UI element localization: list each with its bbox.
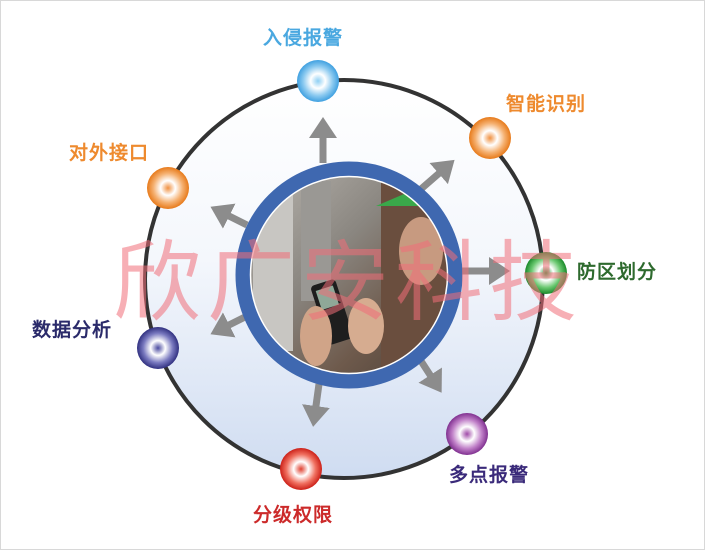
label-zone-division: 防区划分 (577, 261, 658, 283)
node-external-interface-icon (147, 167, 189, 209)
node-smart-recognition-icon (469, 117, 511, 159)
label-intrusion-alarm: 入侵报警 (263, 27, 344, 49)
node-intrusion-alarm-icon (297, 60, 339, 102)
arrow-downright-icon (418, 359, 442, 393)
label-tiered-permissions: 分级权限 (253, 504, 334, 526)
node-zone-division-icon (525, 252, 567, 294)
label-multi-point-alarm: 多点报警 (449, 464, 530, 486)
arrow-upleft-icon (210, 203, 249, 229)
node-data-analysis-icon (137, 327, 179, 369)
node-tiered-permissions-icon (280, 448, 322, 490)
arrow-down-icon (302, 383, 330, 427)
label-data-analysis: 数据分析 (32, 319, 113, 341)
arrow-downleft-icon (210, 312, 247, 338)
label-external-interface: 对外接口 (69, 142, 150, 164)
label-smart-recognition: 智能识别 (506, 93, 587, 115)
arrow-upright-icon (418, 159, 455, 192)
arrows (210, 117, 510, 427)
center-blue-ring (235, 161, 463, 389)
node-multi-point-alarm-icon (446, 413, 488, 455)
